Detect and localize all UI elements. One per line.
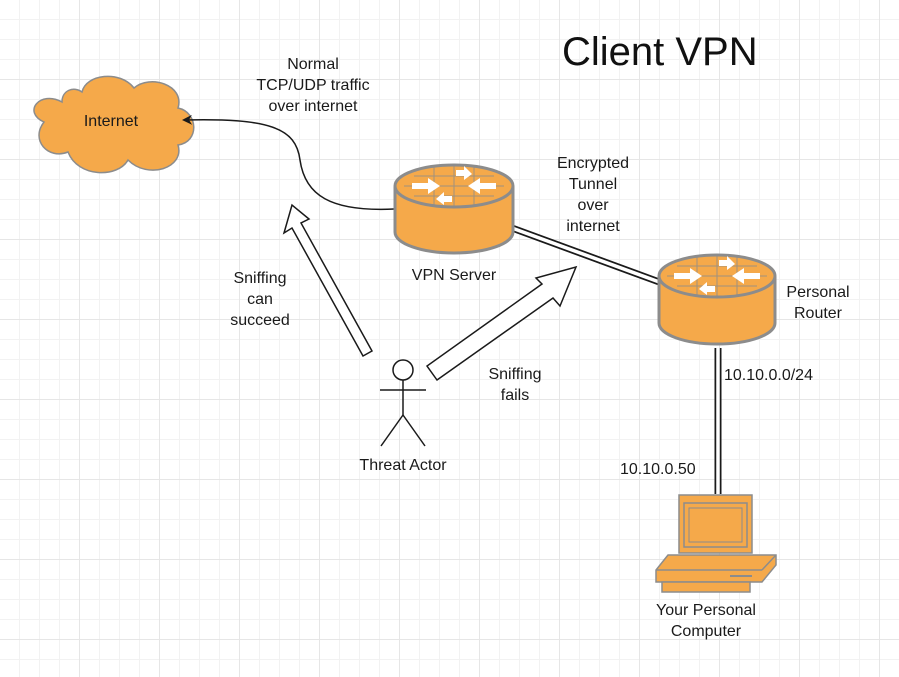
sniffing-succeed-arrow [282, 203, 374, 358]
computer-label: Your Personal Computer [656, 602, 756, 640]
normal-traffic-label: Normal TCP/UDP traffic over internet [256, 56, 370, 115]
personal-router-icon[interactable] [657, 253, 777, 346]
threat-actor-label: Threat Actor [359, 457, 447, 474]
sniffing-fails-arrow [425, 265, 578, 382]
personal-router-label: Personal Router [786, 284, 850, 322]
cloud-icon[interactable] [33, 75, 195, 174]
personal-computer-icon[interactable] [655, 494, 777, 593]
normal-traffic-connector [182, 114, 395, 211]
encrypted-tunnel-connector [510, 224, 664, 287]
computer-ip-label: 10.10.0.50 [620, 461, 696, 478]
diagram-title: Client VPN [562, 30, 758, 74]
threat-actor-stick-figure-icon[interactable] [380, 359, 426, 447]
encrypted-tunnel-label: Encrypted Tunnel over internet [556, 155, 630, 235]
vpn-server-router-icon[interactable] [393, 163, 515, 255]
sniffing-succeed-label: Sniffing can succeed [230, 270, 290, 329]
internet-label: Internet [83, 113, 139, 130]
vpn-server-label: VPN Server [411, 267, 497, 284]
subnet-label: 10.10.0.0/24 [724, 367, 813, 384]
sniffing-fails-label: Sniffing fails [488, 366, 542, 404]
